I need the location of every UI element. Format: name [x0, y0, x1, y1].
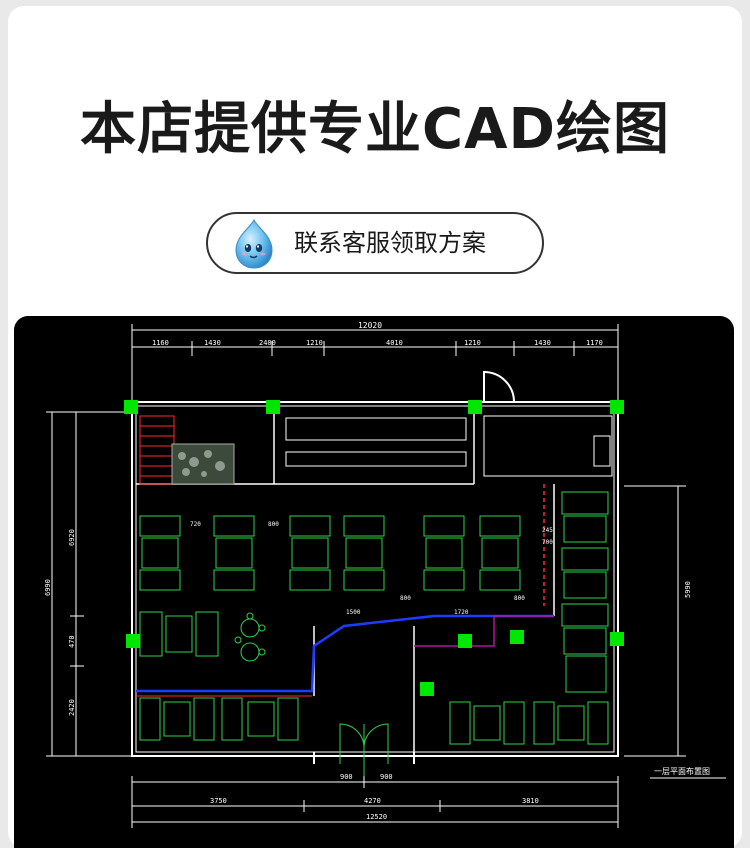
outer-walls: [131, 370, 619, 764]
bottom-dimension-lines: [131, 776, 619, 828]
dim-inner-8: 700: [542, 539, 553, 546]
dim-bottom-3: 3810: [522, 797, 539, 805]
dim-inner-5: 1720: [454, 609, 469, 616]
dim-top-7: 1430: [534, 339, 551, 347]
drawing-caption: 一层平面布置图: [654, 766, 710, 776]
dim-top-1: 1160: [152, 339, 169, 347]
dim-left-2: 6990: [44, 579, 52, 596]
dim-right: 5990: [684, 581, 692, 598]
planter: [171, 443, 235, 485]
magenta-divider: [414, 615, 554, 647]
dim-left-1: 6920: [68, 529, 76, 546]
contact-service-button[interactable]: 联系客服领取方案: [206, 212, 544, 274]
dim-top-2: 1430: [204, 339, 221, 347]
dim-bottom-1: 3750: [210, 797, 227, 805]
dim-inner-4: 800: [400, 595, 411, 602]
planter-texture: [178, 450, 225, 477]
round-tables: [234, 612, 266, 662]
dim-bottom-total: 12520: [366, 813, 387, 821]
staircase: [139, 415, 175, 485]
top-dimension-lines: [131, 324, 619, 402]
dim-inner-7: 245: [542, 527, 553, 534]
left-dimension-lines: [46, 411, 686, 757]
dining-booths: [139, 491, 609, 745]
dim-top-total: 12020: [358, 321, 382, 330]
dim-bottom-2: 4270: [364, 797, 381, 805]
dim-door-1: 900: [340, 773, 353, 781]
dim-left-4: 2420: [68, 699, 76, 716]
floor-plan-drawing: 12020 1160 1430 2400 1210 4010 1210 1430…: [44, 321, 726, 828]
dim-inner-1: 720: [190, 521, 201, 528]
dim-top-4: 1210: [306, 339, 323, 347]
columns: [124, 400, 624, 696]
dim-door-2: 900: [380, 773, 393, 781]
dim-top-3: 2400: [259, 339, 276, 347]
dim-top-8: 1170: [586, 339, 603, 347]
contact-service-label: 联系客服领取方案: [294, 229, 486, 257]
water-drop-mascot-icon: [235, 218, 273, 269]
dim-top-5: 4010: [386, 339, 403, 347]
entrance-doors: [339, 723, 389, 786]
dim-inner-3: 1500: [346, 609, 361, 616]
dim-inner-2: 800: [268, 521, 279, 528]
headline: 本店提供专业CAD绘图: [80, 97, 670, 162]
dim-left-3: 470: [68, 635, 76, 648]
counters: [285, 415, 613, 477]
dim-top-6: 1210: [464, 339, 481, 347]
dim-inner-6: 800: [514, 595, 525, 602]
blue-divider: [136, 614, 554, 693]
cad-floor-plan: 12020 1160 1430 2400 1210 4010 1210 1430…: [14, 316, 734, 848]
